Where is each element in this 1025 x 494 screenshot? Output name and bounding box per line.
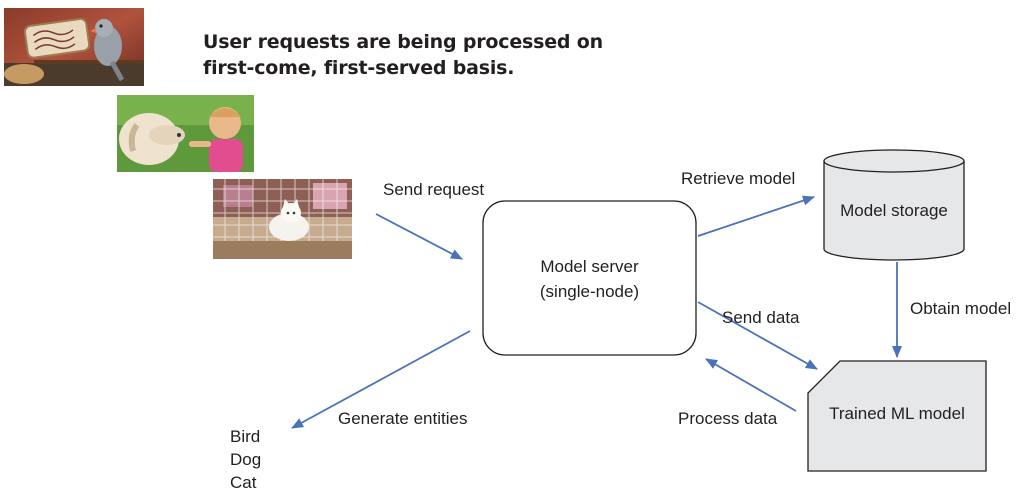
model-server-label-line-2: (single-node) [539, 282, 640, 301]
diagram-heading: User requests are being processed on fir… [203, 29, 603, 81]
obtain-model-label: Obtain model [910, 299, 1012, 318]
trained-model-box [807, 360, 987, 472]
heading-line-2: first-come, first-served basis. [203, 57, 515, 79]
entity-item-bird: Bird [230, 427, 261, 446]
send-request-arrow [375, 213, 463, 260]
entity-item-cat: Cat [230, 473, 257, 492]
retrieve-model-label: Retrieve model [681, 169, 796, 188]
bird-photo [4, 8, 144, 86]
process-data-label: Process data [678, 409, 778, 428]
model-server-label-line-1: Model server [540, 257, 639, 276]
generate-entities-arrow [291, 330, 471, 429]
entity-list: Bird Dog Cat [230, 425, 261, 494]
retrieve-model-arrow [697, 195, 815, 237]
send-data-arrow [697, 301, 818, 370]
process-data-arrow [705, 358, 797, 412]
send-request-label: Send request [383, 180, 485, 199]
heading-line-1: User requests are being processed on [203, 31, 603, 53]
dog-photo [117, 95, 254, 172]
model-server-box [482, 200, 697, 356]
trained-model-label: Trained ML model [829, 404, 965, 423]
cat-photo [213, 179, 352, 259]
model-server-label: Model server (single-node) [483, 254, 696, 304]
entity-item-dog: Dog [230, 450, 262, 469]
model-storage-cylinder [823, 149, 965, 261]
generate-entities-label: Generate entities [338, 409, 468, 428]
model-storage-label: Model storage [840, 201, 948, 220]
send-data-label: Send data [722, 308, 800, 327]
